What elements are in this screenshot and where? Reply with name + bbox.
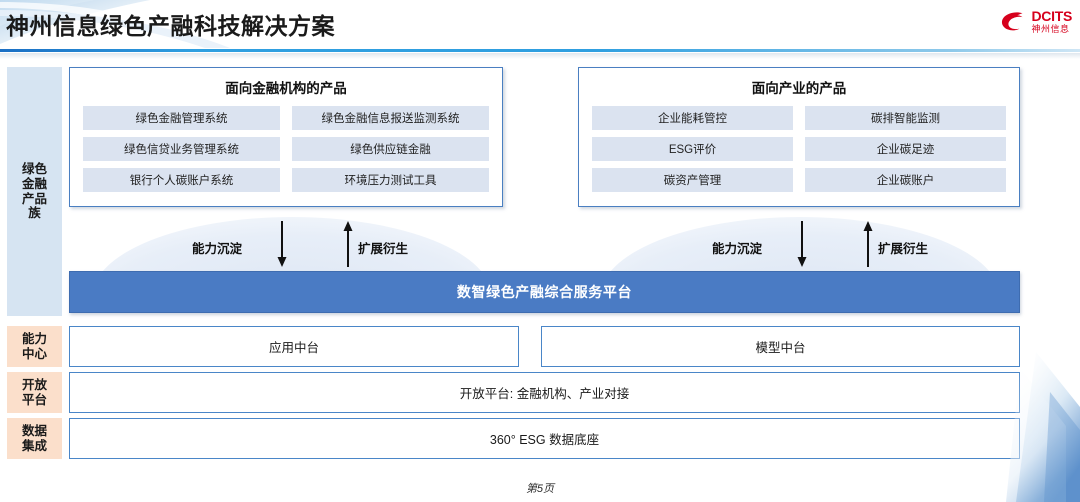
page-title: 神州信息绿色产融科技解决方案 xyxy=(6,13,335,39)
logo-subtitle: 神州信息 xyxy=(1031,24,1070,34)
panel-industry-products: 面向产业的产品 企业能耗管控 碳排智能监测 ESG评价 企业碳足迹 碳资产管理 … xyxy=(578,67,1020,207)
product-chip[interactable]: 绿色金融信息报送监测系统 xyxy=(292,106,489,130)
product-chip[interactable]: 绿色金融管理系统 xyxy=(83,106,280,130)
tier-box-model-midplatform[interactable]: 模型中台 xyxy=(541,326,1020,367)
product-chip[interactable]: 碳资产管理 xyxy=(592,168,793,192)
flow-label-capability-precipitation-right: 能力沉淀 xyxy=(712,242,763,256)
slide-header: 神州信息绿色产融科技解决方案 DCITS 神州信息 xyxy=(0,0,1080,52)
page-footer: 第5页 xyxy=(525,483,555,495)
panel-industry-title: 面向产业的产品 xyxy=(751,81,847,96)
tier-box-data-foundation[interactable]: 360° ESG 数据底座 xyxy=(69,418,1020,459)
panel-financial-products: 面向金融机构的产品 绿色金融管理系统 绿色金融信息报送监测系统 绿色信贷业务管理… xyxy=(69,67,503,207)
brand-logo: DCITS 神州信息 xyxy=(1000,9,1072,34)
tier-open-label: 开放平台: 金融机构、产业对接 xyxy=(459,387,630,401)
rail-label-data-integration: 数据 集成 xyxy=(7,418,62,459)
flow-label-expansion-derivation-right: 扩展衍生 xyxy=(878,242,929,256)
logo-name: DCITS xyxy=(1031,8,1072,24)
panel-financial-title: 面向金融机构的产品 xyxy=(225,81,347,96)
arrow-down-icon-left xyxy=(277,221,287,267)
rail-capability-text: 能力 中心 xyxy=(21,331,47,361)
tier-box-application-midplatform[interactable]: 应用中台 xyxy=(69,326,519,367)
flow-label-expansion-derivation-left: 扩展衍生 xyxy=(358,242,409,256)
rail-data-text: 数据 集成 xyxy=(21,423,47,453)
panel-financial-grid: 绿色金融管理系统 绿色金融信息报送监测系统 绿色信贷业务管理系统 绿色供应链金融… xyxy=(70,97,502,192)
rail-label-open-platform: 开放 平台 xyxy=(7,372,62,413)
tier-app-label: 应用中台 xyxy=(268,341,319,355)
product-chip[interactable]: 环境压力测试工具 xyxy=(292,168,489,192)
rail-label-green-finance-products: 绿色 金融 产品 族 xyxy=(7,67,62,316)
header-divider xyxy=(0,49,1080,52)
arrow-up-icon-right xyxy=(863,221,873,267)
product-chip[interactable]: 企业碳账户 xyxy=(805,168,1006,192)
product-chip[interactable]: 碳排智能监测 xyxy=(805,106,1006,130)
rail-products-text: 绿色 金融 产品 族 xyxy=(21,162,47,221)
tier-box-open-platform[interactable]: 开放平台: 金融机构、产业对接 xyxy=(69,372,1020,413)
dcits-swirl-icon xyxy=(1002,11,1023,30)
product-chip[interactable]: ESG评价 xyxy=(592,137,793,161)
arrow-down-icon-right xyxy=(797,221,807,267)
tier-data-label: 360° ESG 数据底座 xyxy=(489,433,600,447)
product-chip[interactable]: 银行个人碳账户系统 xyxy=(83,168,280,192)
flow-label-capability-precipitation-left: 能力沉淀 xyxy=(192,242,243,256)
platform-bar[interactable]: 数智绿色产融综合服务平台 xyxy=(69,271,1020,313)
product-chip[interactable]: 企业能耗管控 xyxy=(592,106,793,130)
panel-industry-grid: 企业能耗管控 碳排智能监测 ESG评价 企业碳足迹 碳资产管理 企业碳账户 xyxy=(579,97,1019,192)
rail-openplat-text: 开放 平台 xyxy=(21,377,47,407)
header-divider-shadow xyxy=(0,53,1080,59)
logo-text-block: DCITS 神州信息 xyxy=(1031,9,1072,34)
tier-model-label: 模型中台 xyxy=(755,341,806,355)
product-chip[interactable]: 企业碳足迹 xyxy=(805,137,1006,161)
rail-label-capability-center: 能力 中心 xyxy=(7,326,62,367)
product-chip[interactable]: 绿色信贷业务管理系统 xyxy=(83,137,280,161)
diagram-body: 绿色 金融 产品 族 能力 中心 开放 平台 数据 集成 面向金融机构的产品 绿… xyxy=(0,59,1080,502)
arrow-up-icon-left xyxy=(343,221,353,267)
platform-bar-label: 数智绿色产融综合服务平台 xyxy=(456,284,633,300)
product-chip[interactable]: 绿色供应链金融 xyxy=(292,137,489,161)
